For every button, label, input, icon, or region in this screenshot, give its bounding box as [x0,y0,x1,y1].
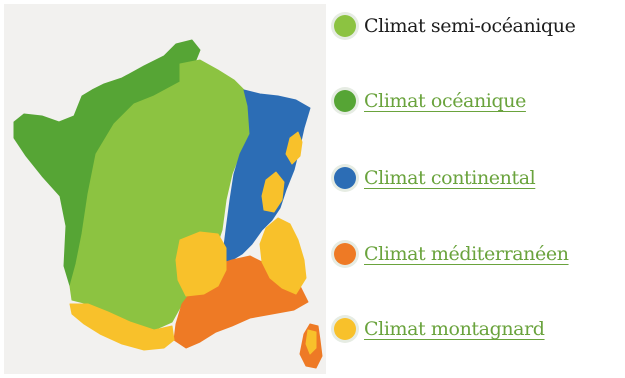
legend-item-continental[interactable]: Climat continental [330,159,622,197]
legend-link[interactable]: Climat océanique [364,90,526,112]
legend-item-mediterranean[interactable]: Climat méditerranéen [330,235,622,273]
legend-item-mountain[interactable]: Climat montagnard [330,310,622,348]
legend-link[interactable]: Climat continental [364,167,536,189]
legend-dot-icon [334,167,356,189]
mountain-zone-alps [259,217,307,295]
france-climate-map [13,39,323,369]
climate-legend: Climat semi-océanique Climat océanique C… [330,0,622,378]
legend-dot-icon [334,243,356,265]
legend-dot-icon [334,318,356,340]
legend-dot-icon [334,90,356,112]
legend-dot-icon [334,15,356,37]
continental-zone [221,89,311,263]
mountain-zone-vosges [285,131,303,165]
mountain-zone-massif-central [175,231,227,297]
legend-link[interactable]: Climat montagnard [364,318,545,340]
legend-label: Climat semi-océanique [364,15,576,37]
legend-item-oceanic[interactable]: Climat océanique [330,82,622,120]
corsica-mountain-zone [305,329,317,355]
legend-link[interactable]: Climat méditerranéen [364,243,569,265]
mountain-zone-jura [261,171,285,213]
mountain-zone-pyrenees [69,303,175,351]
legend-item-semi-oceanic: Climat semi-océanique [330,7,622,45]
